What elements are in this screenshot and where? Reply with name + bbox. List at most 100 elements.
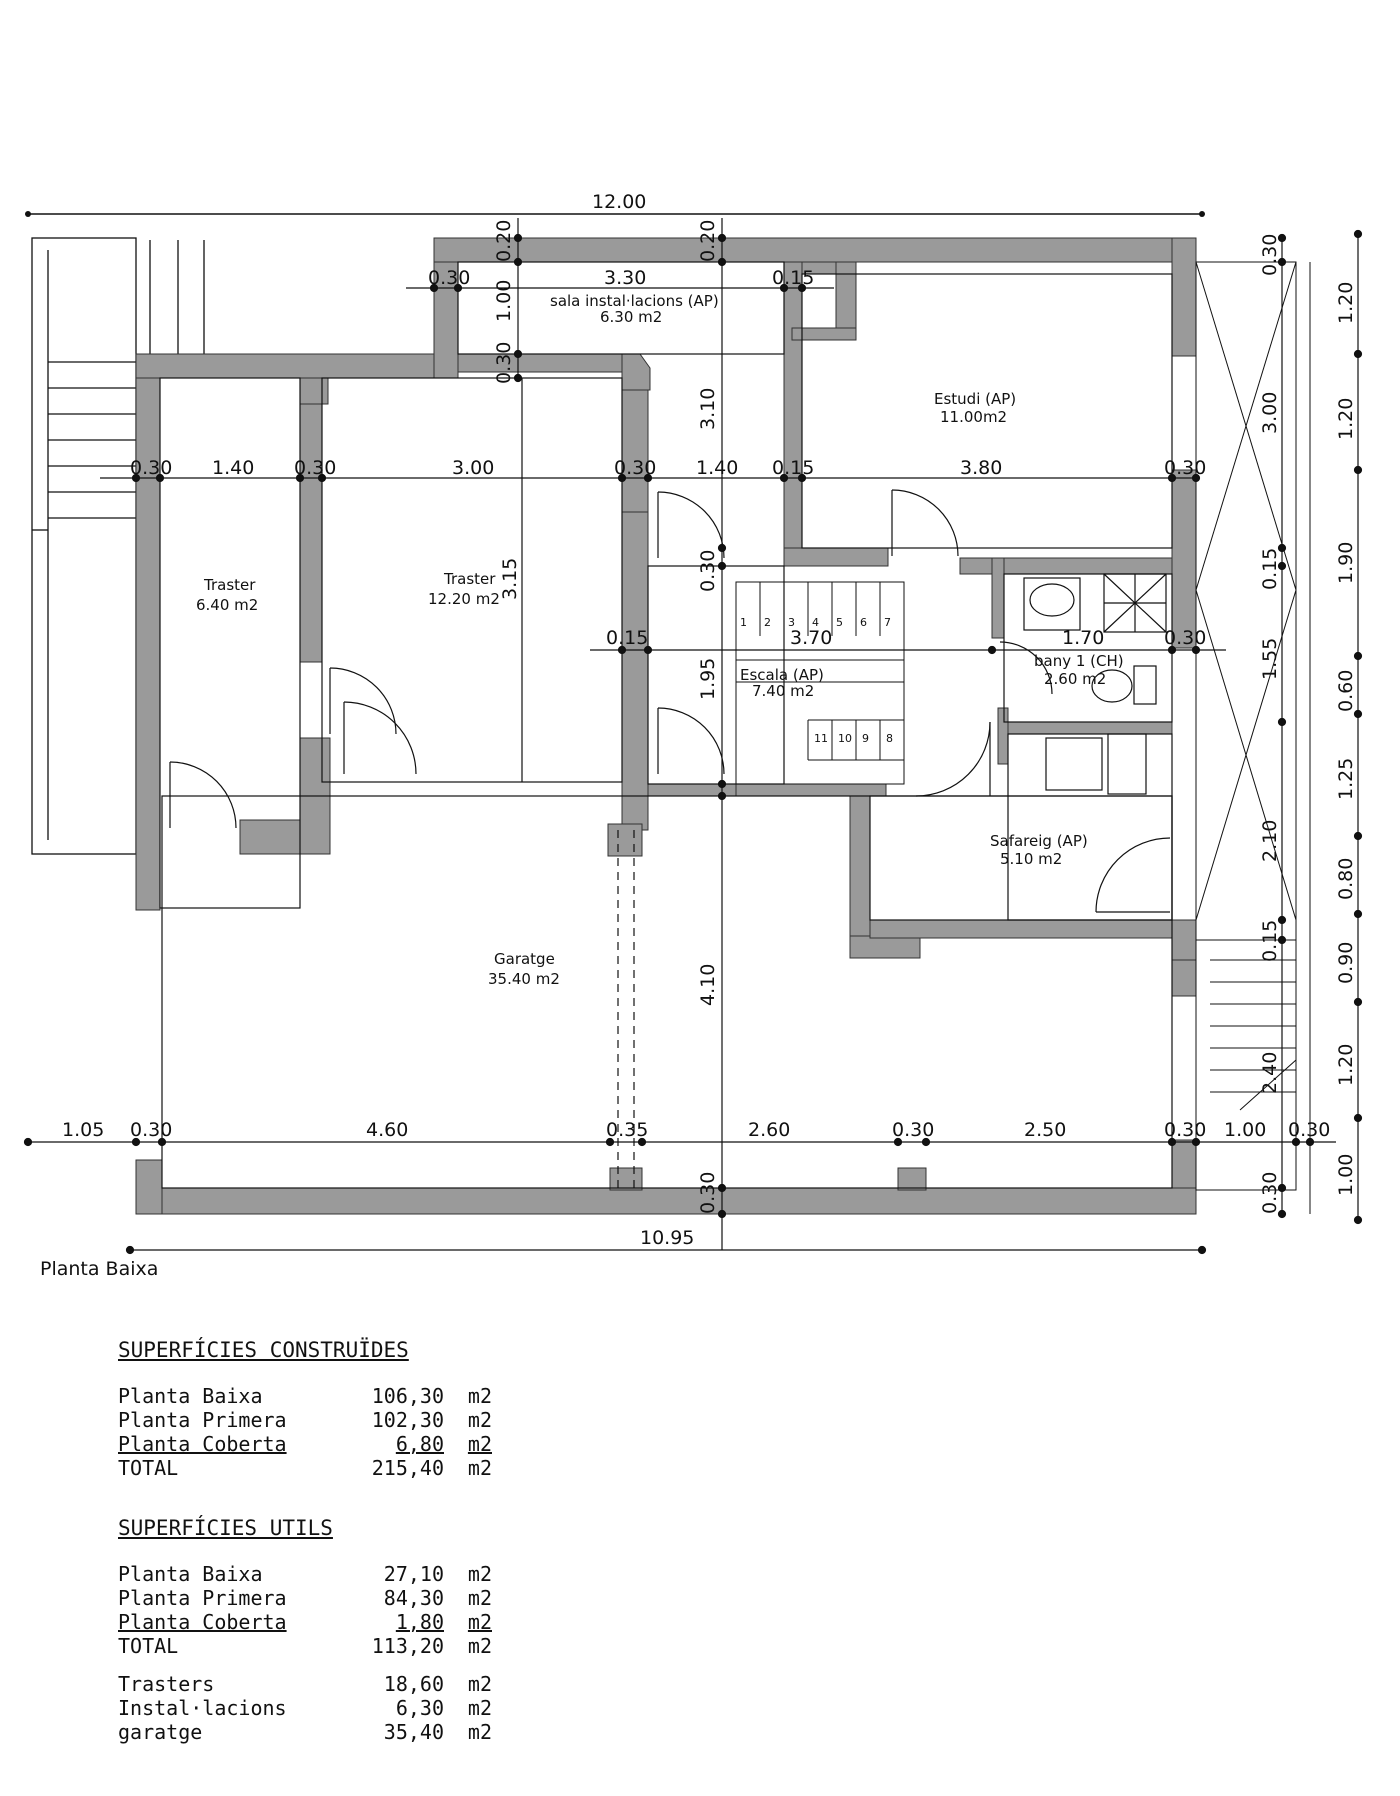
svg-text:1.25: 1.25 (1335, 758, 1357, 800)
svg-text:1.40: 1.40 (696, 457, 738, 479)
utils-title: SUPERFÍCIES UTILS (118, 1516, 333, 1540)
svg-text:0.30: 0.30 (892, 1119, 934, 1141)
svg-text:1: 1 (740, 616, 747, 629)
svg-text:3.80: 3.80 (960, 457, 1002, 479)
svg-text:4.10: 4.10 (697, 964, 719, 1006)
room-bany-name: bany 1 (CH) (1034, 652, 1124, 670)
svg-text:3.10: 3.10 (697, 388, 719, 430)
vertical-dimension-texts: 0.20 1.00 0.30 0.20 3.10 0.30 1.95 4.10 … (493, 220, 1357, 1214)
svg-text:3: 3 (788, 616, 795, 629)
svg-text:9: 9 (862, 732, 869, 745)
svg-text:0.30: 0.30 (614, 457, 656, 479)
room-traster2-area: 12.20 m2 (428, 590, 500, 608)
svg-text:0.30: 0.30 (428, 267, 470, 289)
bathroom-fixtures (1023, 573, 1167, 795)
svg-text:1.40: 1.40 (212, 457, 254, 479)
room-garatge-name: Garatge (494, 950, 555, 968)
svg-text:5: 5 (836, 616, 843, 629)
dim-total-top: 12.00 (592, 191, 646, 213)
svg-text:11: 11 (814, 732, 828, 745)
svg-text:2.60: 2.60 (748, 1119, 790, 1141)
floor-plan: 12.00 (23, 191, 1363, 1255)
construides-title: SUPERFÍCIES CONSTRUÏDES (118, 1338, 409, 1362)
dimension-texts: 0.30 3.30 0.15 0.30 1.40 0.30 3.00 0.30 … (62, 267, 1330, 1249)
svg-text:0.15: 0.15 (1259, 548, 1281, 590)
right-terrace (1195, 261, 1311, 1214)
svg-text:0.20: 0.20 (493, 220, 515, 262)
svg-text:3.00: 3.00 (452, 457, 494, 479)
svg-text:0.20: 0.20 (697, 220, 719, 262)
walls (135, 237, 1197, 1215)
svg-text:0.15: 0.15 (772, 457, 814, 479)
room-garatge-area: 35.40 m2 (488, 970, 560, 988)
svg-text:0.35: 0.35 (606, 1119, 648, 1141)
svg-text:0.90: 0.90 (1335, 942, 1357, 984)
svg-text:0.30: 0.30 (697, 550, 719, 592)
svg-text:2.50: 2.50 (1024, 1119, 1066, 1141)
svg-text:6: 6 (860, 616, 867, 629)
svg-text:1.95: 1.95 (697, 658, 719, 700)
svg-text:1.00: 1.00 (1335, 1154, 1357, 1196)
svg-text:1.20: 1.20 (1335, 398, 1357, 440)
svg-text:4: 4 (812, 616, 819, 629)
svg-text:0.30: 0.30 (294, 457, 336, 479)
svg-text:0.30: 0.30 (1259, 234, 1281, 276)
room-safareig-area: 5.10 m2 (1000, 850, 1062, 868)
room-escala-area: 7.40 m2 (752, 682, 814, 700)
room-estudi-area: 11.00m2 (940, 408, 1007, 426)
svg-text:1.00: 1.00 (1224, 1119, 1266, 1141)
svg-text:2.10: 2.10 (1259, 820, 1281, 862)
svg-text:0.60: 0.60 (1335, 670, 1357, 712)
svg-text:0.30: 0.30 (1259, 1172, 1281, 1214)
svg-text:1.20: 1.20 (1335, 282, 1357, 324)
inner-lines (159, 261, 1173, 1189)
room-escala-name: Escala (AP) (740, 666, 824, 684)
svg-text:10: 10 (838, 732, 852, 745)
svg-text:0.30: 0.30 (697, 1172, 719, 1214)
svg-text:0.30: 0.30 (1164, 457, 1206, 479)
svg-text:2.40: 2.40 (1259, 1052, 1281, 1094)
plan-title: Planta Baixa (40, 1258, 159, 1280)
svg-text:1.90: 1.90 (1335, 542, 1357, 584)
door-swings (169, 489, 1171, 913)
svg-text:0.30: 0.30 (1164, 627, 1206, 649)
svg-text:4.60: 4.60 (366, 1119, 408, 1141)
room-traster2-name: Traster (443, 570, 496, 588)
svg-text:1.05: 1.05 (62, 1119, 104, 1141)
svg-text:0.15: 0.15 (772, 267, 814, 289)
svg-text:1.20: 1.20 (1335, 1044, 1357, 1086)
svg-text:3.70: 3.70 (790, 627, 832, 649)
svg-text:0.30: 0.30 (130, 457, 172, 479)
room-safareig-name: Safareig (AP) (990, 832, 1088, 850)
dimension-lines (23, 218, 1363, 1255)
room-traster1-area: 6.40 m2 (196, 596, 258, 614)
svg-text:3.00: 3.00 (1259, 392, 1281, 434)
room-traster1-name: Traster (203, 576, 256, 594)
svg-text:7: 7 (884, 616, 891, 629)
svg-text:0.80: 0.80 (1335, 858, 1357, 900)
room-labels: sala instal·lacions (AP) 6.30 m2 Estudi … (196, 292, 1124, 988)
svg-text:0.30: 0.30 (1288, 1119, 1330, 1141)
svg-text:3.30: 3.30 (604, 267, 646, 289)
svg-text:1.70: 1.70 (1062, 627, 1104, 649)
svg-text:0.15: 0.15 (1259, 920, 1281, 962)
svg-text:8: 8 (886, 732, 893, 745)
svg-text:1.00: 1.00 (493, 280, 515, 322)
sink-icon (1029, 583, 1075, 617)
stair-numbers: 1 2 3 4 5 6 7 11 10 9 8 (740, 616, 893, 745)
svg-text:0.15: 0.15 (606, 627, 648, 649)
room-installacions-name: sala instal·lacions (AP) (550, 292, 719, 310)
room-estudi-name: Estudi (AP) (934, 390, 1016, 408)
